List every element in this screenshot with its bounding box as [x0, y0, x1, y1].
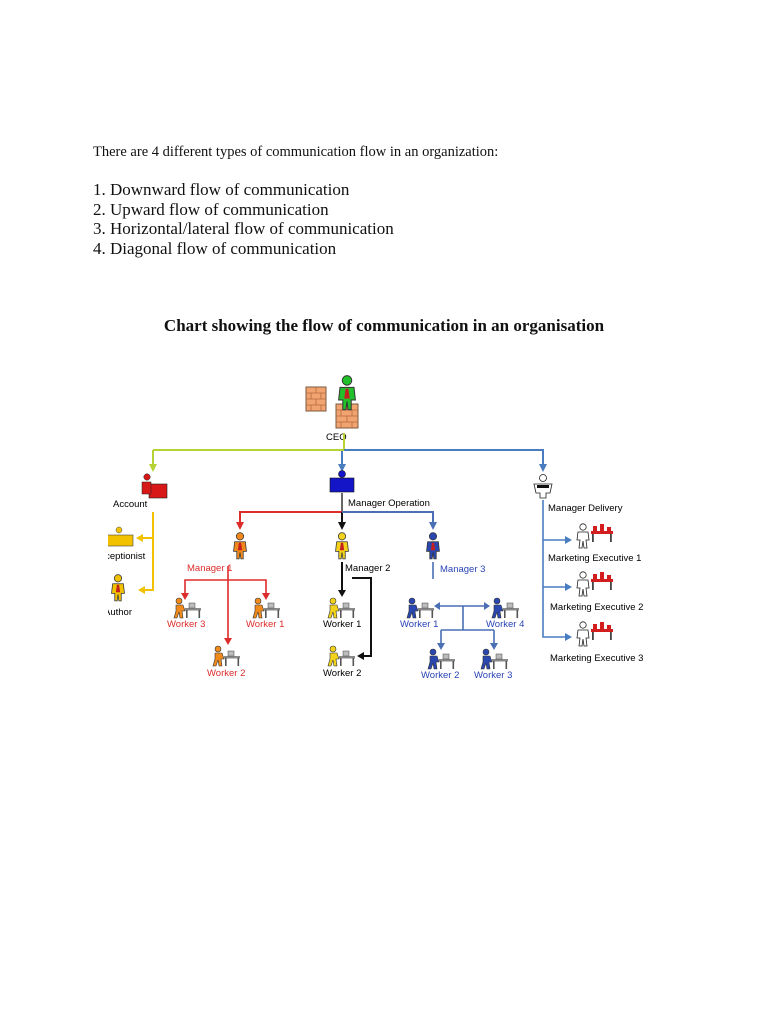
manager2-label: Manager 2 [345, 563, 390, 574]
manager-person-icon [234, 533, 247, 559]
manager-delivery-icon [534, 475, 552, 499]
exec1-label: Marketing Executive 1 [548, 553, 641, 564]
manager2-group: Manager 2 Worker 1 Worker 2 [323, 533, 390, 679]
intro-text: There are 4 different types of communica… [93, 144, 498, 161]
flow-type-item: 4. Diagonal flow of communication [93, 239, 394, 259]
marketing-executive-icon [577, 572, 613, 596]
account-desk-icon [142, 474, 167, 498]
worker-desk-icon [328, 598, 355, 618]
manager3-worker3-label: Worker 3 [474, 670, 512, 681]
manager3-worker1-label: Worker 1 [400, 619, 438, 630]
manager3-worker4-label: Worker 4 [486, 619, 524, 630]
manager3-label: Manager 3 [440, 564, 485, 575]
manager1-worker3-label: Worker 3 [167, 619, 205, 630]
ceo-node: CEO [306, 376, 358, 443]
worker-desk-icon [213, 646, 240, 666]
marketing-executive-icon [577, 622, 613, 646]
manager2-worker1-label: Worker 1 [323, 619, 361, 630]
manager-operation-label: Manager Operation [348, 498, 430, 509]
author-person-icon [112, 575, 125, 601]
author-label: Author [108, 607, 132, 618]
worker-desk-icon [481, 649, 508, 669]
flow-type-item: 3. Horizontal/lateral flow of communicat… [93, 219, 394, 239]
account-label: Account [113, 499, 148, 510]
manager1-worker2-label: Worker 2 [207, 668, 245, 679]
receptionist-desk-icon [108, 527, 133, 546]
worker-desk-icon [328, 646, 355, 666]
worker-desk-icon [174, 598, 201, 618]
manager1-group: Manager 1 Worker 3 Worker 1 Worker 2 [167, 533, 284, 679]
chart-title: Chart showing the flow of communication … [0, 316, 768, 336]
flow-types-list: 1. Downward flow of communication 2. Upw… [93, 180, 394, 259]
account-branch: Account Receptionist Author [108, 474, 167, 618]
manager-operation-icon [330, 471, 354, 493]
manager1-label: Manager 1 [187, 563, 232, 574]
flow-type-item: 1. Downward flow of communication [93, 180, 394, 200]
delivery-branch: Manager Delivery Marketing Executive 1 M… [534, 475, 643, 665]
exec3-label: Marketing Executive 3 [550, 653, 643, 664]
receptionist-label: Receptionist [108, 551, 146, 562]
ceo-connectors [149, 433, 547, 472]
flow-type-item: 2. Upward flow of communication [93, 200, 394, 220]
worker-desk-icon [253, 598, 280, 618]
org-chart-diagram: CEO Account Receptionist Author [108, 366, 648, 686]
worker-desk-icon [492, 598, 519, 618]
manager-person-icon [427, 533, 440, 559]
exec2-label: Marketing Executive 2 [550, 602, 643, 613]
manager2-worker2-label: Worker 2 [323, 668, 361, 679]
manager1-worker1-label: Worker 1 [246, 619, 284, 630]
manager-person-icon [336, 533, 349, 559]
manager3-worker2-label: Worker 2 [421, 670, 459, 681]
manager-delivery-label: Manager Delivery [548, 503, 623, 514]
manager-operation-node: Manager Operation [236, 471, 437, 531]
worker-desk-icon [428, 649, 455, 669]
worker-desk-icon [407, 598, 434, 618]
manager3-group: Manager 3 Worker 1 Worker 4 Worker 2 Wor… [400, 533, 524, 681]
marketing-executive-icon [577, 524, 613, 548]
